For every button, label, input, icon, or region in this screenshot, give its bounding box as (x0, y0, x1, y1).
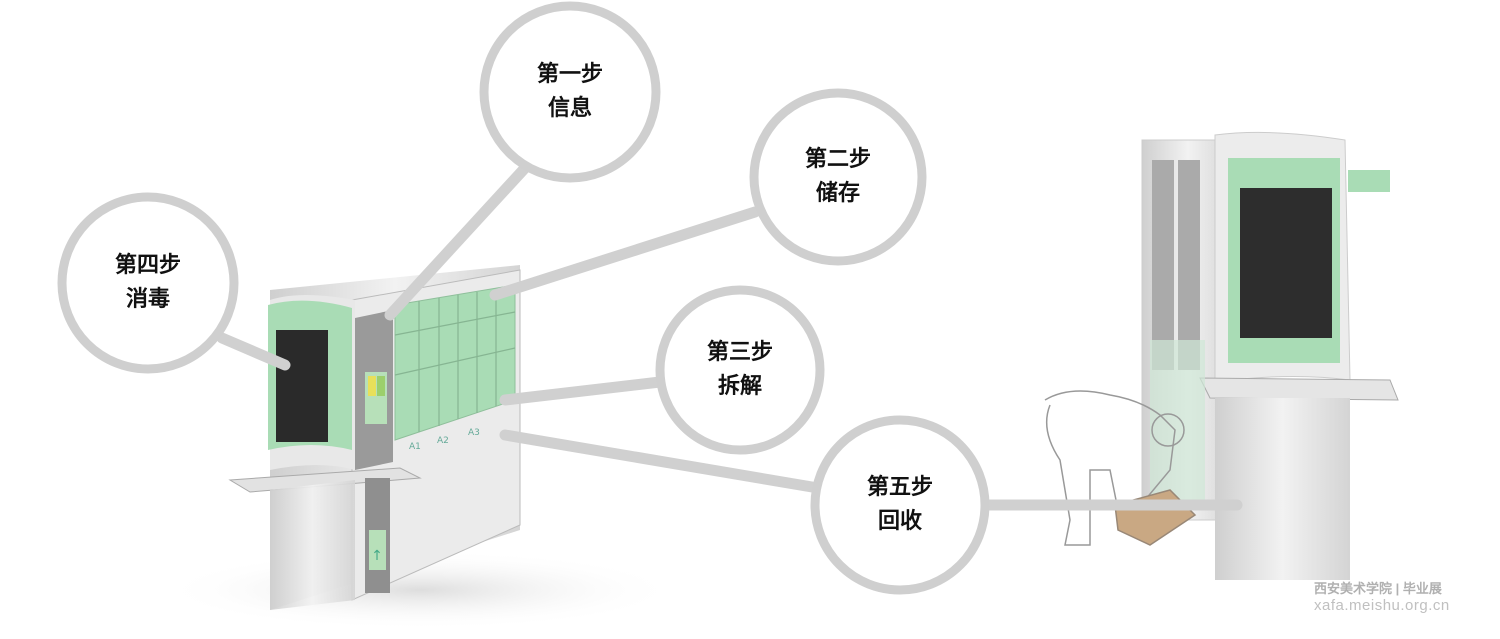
connector-step5a (499, 429, 824, 494)
step1-circle (479, 1, 661, 183)
step2-label: 第二步 储存 (758, 97, 918, 257)
step-circles (57, 1, 990, 595)
step-number: 第三步 (706, 340, 773, 365)
connector-step1 (384, 162, 531, 321)
slot-label: A3 (468, 428, 480, 438)
step4-label: 第四步 消毒 (68, 203, 228, 363)
step2-circle (749, 88, 927, 266)
connector-lines (216, 162, 1243, 511)
connector-step3 (499, 376, 666, 406)
connector-step2 (489, 206, 761, 301)
recycling-machine-left: ↑ (228, 265, 521, 610)
recycling-machine-right (1141, 131, 1399, 580)
step-name: 信息 (547, 96, 592, 121)
step3-circle (655, 285, 825, 455)
step-number: 第一步 (536, 62, 603, 87)
watermark-event: 毕业展 (1402, 581, 1442, 596)
watermark-school: 西安美术学院 (1314, 581, 1393, 596)
watermark: 西安美术学院 | 毕业展 xafa.meishu.org.cn (1314, 581, 1450, 614)
arrow-up-icon: ↑ (371, 548, 383, 564)
step3-label: 第三步 拆解 (660, 290, 820, 450)
shelf (228, 467, 422, 493)
step-number: 第四步 (114, 253, 181, 278)
step4-circle (57, 192, 239, 374)
step-name: 回收 (877, 509, 922, 534)
slot-label: A1 (409, 442, 421, 452)
step-name: 拆解 (717, 374, 762, 399)
step-name: 储存 (815, 181, 860, 206)
step-number: 第五步 (866, 475, 933, 500)
step5-circle (810, 415, 990, 595)
step1-label: 第一步 信息 (490, 12, 650, 172)
step-number: 第二步 (804, 147, 871, 172)
slot-label: A2 (437, 436, 449, 446)
connector-step4 (216, 332, 291, 371)
disinfection-chamber (276, 330, 328, 442)
step-name: 消毒 (125, 287, 170, 312)
step5-label: 第五步 回收 (820, 425, 980, 585)
watermark-url: xafa.meishu.org.cn (1314, 597, 1450, 614)
